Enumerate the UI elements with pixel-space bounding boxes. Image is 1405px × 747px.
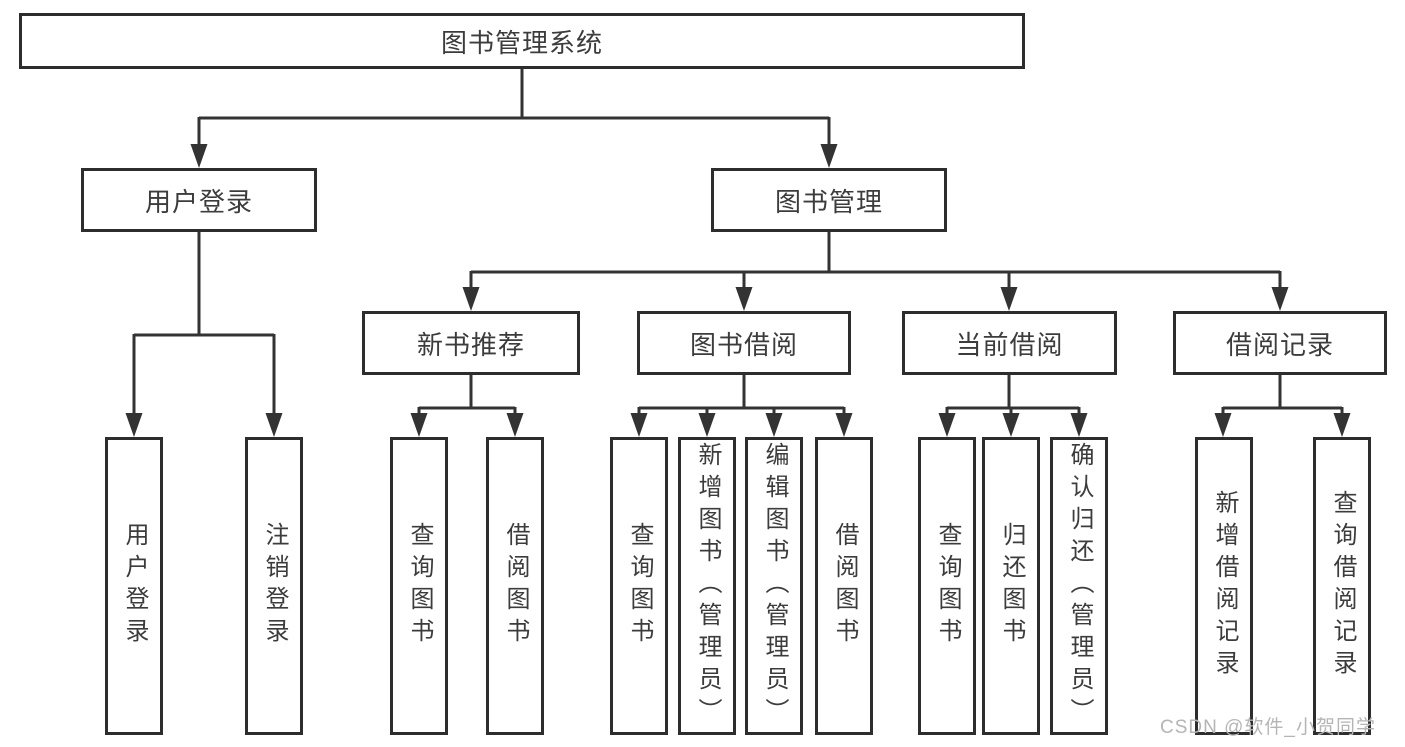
leaf-user-login: 用户登录 bbox=[105, 437, 163, 735]
leaf-borrow-books: 借阅图书 bbox=[815, 437, 873, 735]
node-new-book-recommend: 新书推荐 bbox=[362, 311, 580, 375]
node-current-borrow: 当前借阅 bbox=[902, 311, 1117, 375]
node-user-login-group: 用户登录 bbox=[81, 168, 317, 232]
leaf-add-book-admin: 新增图书（管理员） bbox=[678, 437, 736, 735]
csdn-watermark: CSDN @软件_小贺同学 bbox=[1160, 717, 1376, 738]
leaf-query-books-current: 查询图书 bbox=[918, 437, 976, 735]
node-library-management-system: 图书管理系统 bbox=[19, 13, 1025, 69]
leaf-logout: 注销登录 bbox=[245, 437, 303, 735]
leaf-confirm-return-admin: 确认归还（管理员） bbox=[1050, 437, 1108, 735]
leaf-query-books-recommend: 查询图书 bbox=[390, 437, 448, 735]
node-book-management: 图书管理 bbox=[711, 168, 947, 232]
leaf-borrow-books-recommend: 借阅图书 bbox=[486, 437, 544, 735]
leaf-return-books: 归还图书 bbox=[982, 437, 1040, 735]
leaf-query-borrow-record: 查询借阅记录 bbox=[1313, 437, 1371, 735]
leaf-edit-book-admin: 编辑图书（管理员） bbox=[745, 437, 803, 735]
node-book-borrow: 图书借阅 bbox=[637, 311, 851, 375]
leaf-add-borrow-record: 新增借阅记录 bbox=[1195, 437, 1253, 735]
leaf-query-books-borrow: 查询图书 bbox=[610, 437, 668, 735]
node-borrow-records: 借阅记录 bbox=[1173, 311, 1387, 375]
